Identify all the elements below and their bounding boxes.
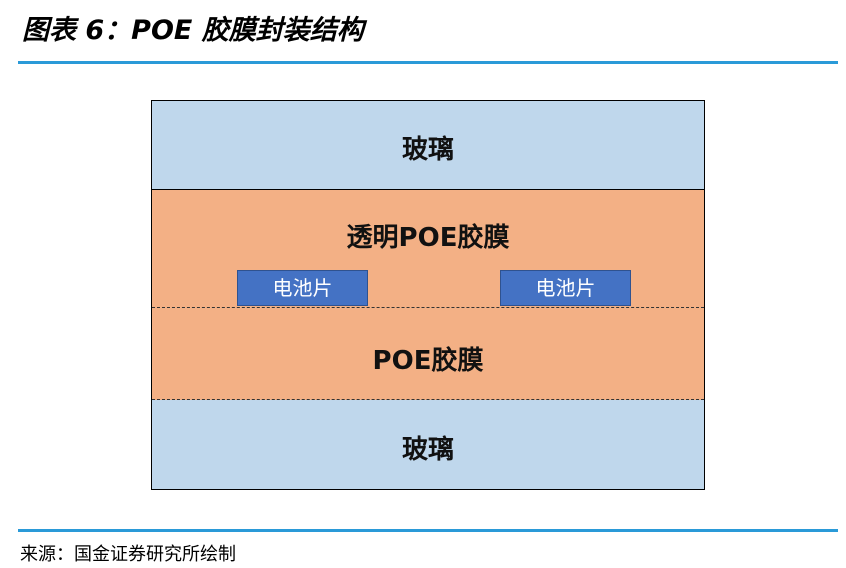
transparent-poe-label: 透明POE胶膜 xyxy=(346,223,510,253)
poe-layer: POE胶膜 xyxy=(152,307,704,400)
poe-label: POE胶膜 xyxy=(372,346,484,376)
footer-divider xyxy=(18,529,838,532)
figure-title: 图表 6：POE 胶膜封装结构 xyxy=(22,15,364,46)
glass-layer-bottom: 玻璃 xyxy=(152,400,704,489)
glass-top-label: 玻璃 xyxy=(401,135,454,165)
encapsulation-diagram: 玻璃 透明POE胶膜 POE胶膜 玻璃 电池片 电池片 xyxy=(151,100,705,490)
header-divider xyxy=(18,61,838,64)
solar-cell-left: 电池片 xyxy=(237,270,368,306)
glass-layer-top: 玻璃 xyxy=(152,101,704,190)
glass-bottom-label: 玻璃 xyxy=(401,435,454,465)
source-note: 来源：国金证券研究所绘制 xyxy=(20,544,236,565)
solar-cell-right: 电池片 xyxy=(500,270,631,306)
